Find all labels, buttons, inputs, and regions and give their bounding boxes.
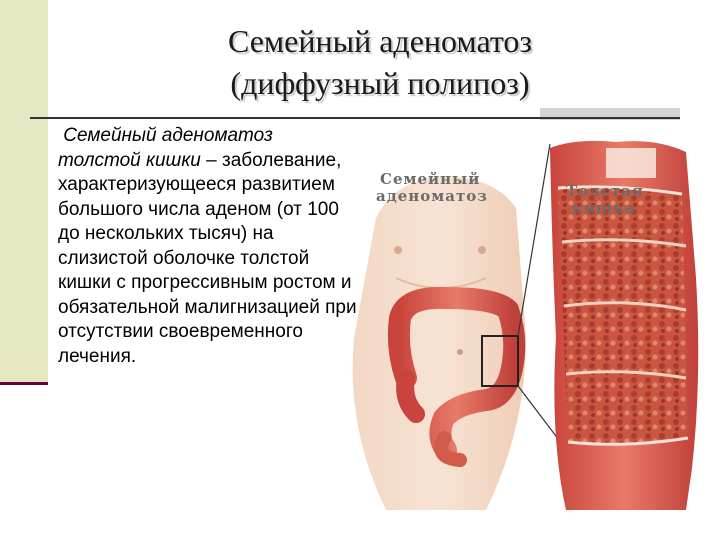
body-term: Семейный аденоматоз толстой кишки [58, 125, 273, 171]
anatomy-illustration: Семейный аденоматоз Толстая кишка [336, 138, 720, 510]
left-accent-bar [0, 0, 48, 384]
slide-title: Семейный аденоматоз (диффузный полипоз) [120, 20, 640, 104]
label-adenomatosis-line-1: Семейный [380, 170, 480, 188]
body-paragraph: Семейный аденоматоз толстой кишки – забо… [58, 124, 358, 369]
zoom-region-box [481, 335, 519, 387]
label-colon-line-1: Толстая [566, 182, 644, 200]
label-colon-line-2: кишка [572, 199, 636, 217]
colon-cross-section [550, 140, 699, 510]
title-divider [30, 117, 680, 119]
slide-title-line-1: Семейный аденоматоз [227, 23, 533, 59]
anatomy-illustration-svg: Семейный аденоматоз Толстая кишка [352, 140, 699, 510]
body-definition: – заболевание, характеризующееся развити… [58, 149, 357, 367]
zoom-line-top [517, 143, 551, 337]
torso-shape [352, 176, 526, 510]
left-accent-line [0, 382, 48, 385]
slide-title-line-2: (диффузный полипоз) [230, 65, 530, 101]
colon-illustration [387, 286, 526, 461]
label-adenomatosis-line-2: аденоматоз [376, 187, 488, 205]
